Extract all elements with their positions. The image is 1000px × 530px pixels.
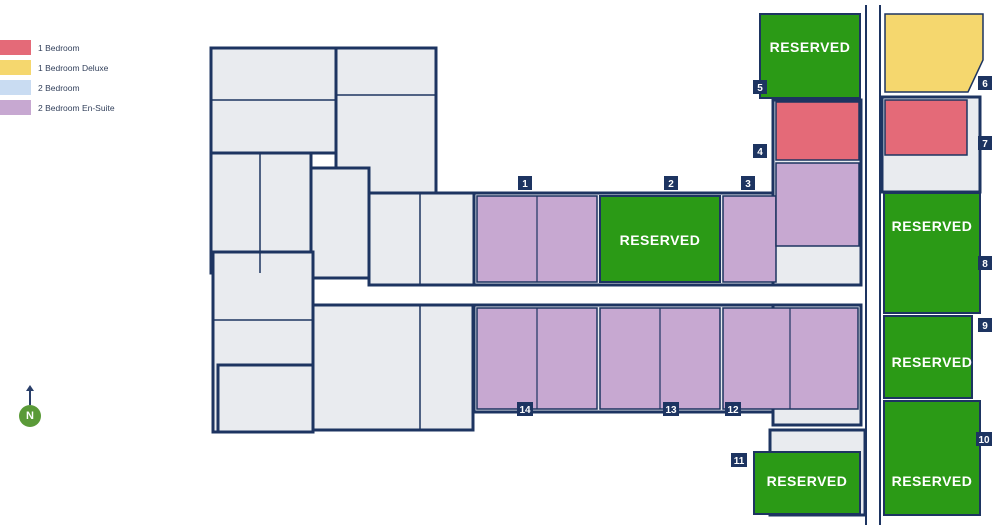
unit-2-reserved[interactable] bbox=[599, 195, 721, 283]
north-arrow-shaft bbox=[29, 388, 31, 405]
unit-number: 1 bbox=[522, 179, 528, 190]
legend-item-1-bedroom-deluxe: 1 Bedroom Deluxe bbox=[0, 60, 160, 75]
reserved-labels: RESERVED RESERVED RESERVED RESERVED RESE… bbox=[620, 39, 973, 489]
compass: N bbox=[19, 385, 41, 432]
reserved-label-2: RESERVED bbox=[620, 232, 701, 248]
unit-badge-13[interactable] bbox=[663, 402, 679, 416]
unit-number: 3 bbox=[745, 179, 751, 190]
legend-item-1-bedroom: 1 Bedroom bbox=[0, 40, 160, 55]
unit-badge-3[interactable] bbox=[741, 176, 755, 190]
legend-swatch bbox=[0, 60, 31, 75]
unit-number: 13 bbox=[665, 405, 677, 416]
unit-4[interactable] bbox=[775, 101, 860, 161]
legend-label: 1 Bedroom Deluxe bbox=[38, 62, 109, 73]
legend-label: 1 Bedroom bbox=[38, 42, 80, 53]
unit-badge-4[interactable] bbox=[753, 144, 767, 158]
unit-badge-5[interactable] bbox=[753, 80, 767, 94]
corridor-spine bbox=[865, 5, 881, 525]
unit-7[interactable] bbox=[884, 99, 968, 156]
legend-swatch bbox=[0, 80, 31, 95]
unit-number: 12 bbox=[727, 405, 739, 416]
legend-label: 2 Bedroom En-Suite bbox=[38, 102, 115, 113]
unit-badges: 1 2 3 4 5 6 7 8 9 10 11 12 13 14 bbox=[517, 76, 992, 467]
reserved-label-8: RESERVED bbox=[892, 218, 973, 234]
unit-badge-10[interactable] bbox=[976, 432, 992, 446]
unit-8-reserved[interactable] bbox=[883, 192, 981, 314]
legend-item-2-bedroom-en-suite: 2 Bedroom En-Suite bbox=[0, 100, 160, 115]
unit-badge-6[interactable] bbox=[978, 76, 992, 90]
reserved-label-9: RESERVED bbox=[892, 354, 973, 370]
legend-label: 2 Bedroom bbox=[38, 82, 80, 93]
unit-badge-11[interactable] bbox=[731, 453, 747, 467]
unit-badge-12[interactable] bbox=[725, 402, 741, 416]
unit-badge-14[interactable] bbox=[517, 402, 533, 416]
legend: 1 Bedroom 1 Bedroom Deluxe 2 Bedroom 2 B… bbox=[0, 40, 160, 120]
unit-badge-7[interactable] bbox=[978, 136, 992, 150]
unit-3-north[interactable] bbox=[775, 162, 860, 247]
unit-badge-1[interactable] bbox=[518, 176, 532, 190]
unit-10-reserved[interactable] bbox=[883, 400, 981, 516]
unit-badge-8[interactable] bbox=[978, 256, 992, 270]
unit-11-reserved[interactable] bbox=[753, 451, 861, 515]
unit-number: 4 bbox=[757, 147, 763, 158]
legend-swatch bbox=[0, 100, 31, 115]
legend-swatch bbox=[0, 40, 31, 55]
reserved-units bbox=[599, 13, 981, 516]
unit-number: 7 bbox=[982, 139, 988, 150]
one-bedroom-deluxe-units bbox=[884, 13, 984, 93]
unit-number: 5 bbox=[757, 83, 763, 94]
unit-number: 9 bbox=[982, 321, 988, 332]
unit-badge-2[interactable] bbox=[664, 176, 678, 190]
unit-number: 8 bbox=[982, 259, 988, 270]
unit-badge-9[interactable] bbox=[978, 318, 992, 332]
unit-number: 10 bbox=[978, 435, 990, 446]
reserved-label-11: RESERVED bbox=[767, 473, 848, 489]
unit-3-east[interactable] bbox=[722, 195, 777, 283]
one-bedroom-units bbox=[775, 99, 968, 161]
unit-number: 14 bbox=[519, 405, 531, 416]
unit-9-reserved[interactable] bbox=[883, 315, 973, 399]
reserved-label-10: RESERVED bbox=[892, 473, 973, 489]
reserved-label-5: RESERVED bbox=[770, 39, 851, 55]
unit-dividers bbox=[536, 196, 791, 409]
unit-number: 2 bbox=[668, 179, 674, 190]
unit-6[interactable] bbox=[884, 13, 984, 93]
unit-number: 6 bbox=[982, 79, 988, 90]
unit-number: 11 bbox=[734, 456, 745, 467]
compass-label: N bbox=[19, 405, 41, 427]
interior-walls bbox=[211, 94, 436, 430]
unit-5-reserved[interactable] bbox=[759, 13, 861, 99]
legend-item-2-bedroom: 2 Bedroom bbox=[0, 80, 160, 95]
